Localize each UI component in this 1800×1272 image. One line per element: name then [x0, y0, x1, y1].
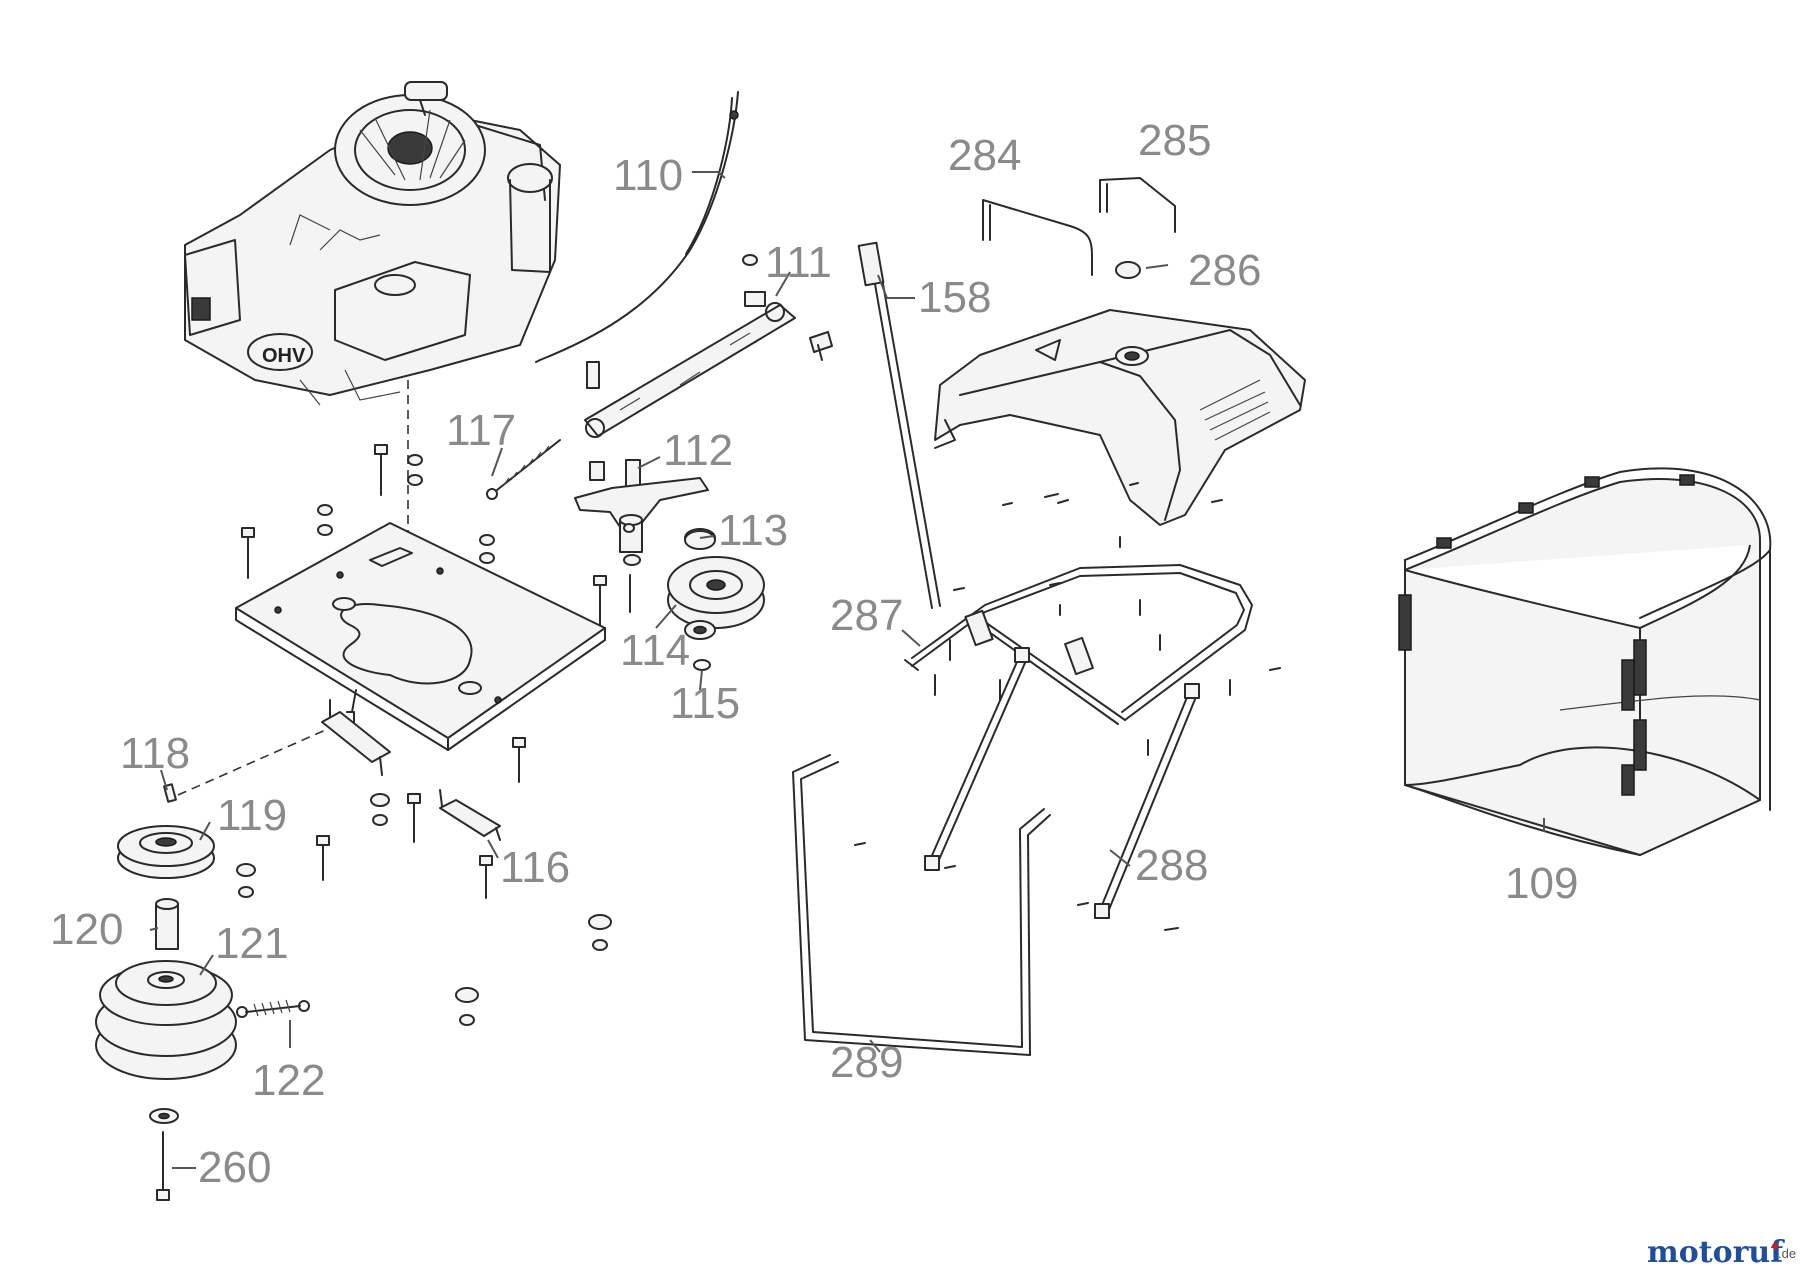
- bracket-116: [439, 789, 501, 841]
- spring-122: [236, 999, 310, 1018]
- frame-289: [792, 754, 1051, 1056]
- engine-unit: OHV: [184, 81, 561, 406]
- part-label-158: 158: [918, 273, 991, 322]
- part-label-289: 289: [830, 1038, 903, 1087]
- frame-screws: [854, 482, 1281, 931]
- part-label-113: 113: [718, 506, 788, 555]
- grass-basket-109: [1398, 467, 1772, 856]
- cover-shroud: [934, 309, 1306, 526]
- pulley-119: [117, 825, 215, 879]
- clutch-bracket: [321, 689, 391, 776]
- spring-117: [486, 439, 561, 500]
- part-label-121: 121: [215, 919, 288, 968]
- brand-suffix: .de: [1778, 1246, 1796, 1261]
- part-label-284: 284: [948, 131, 1021, 180]
- part-label-118: 118: [120, 729, 190, 778]
- part-label-286: 286: [1188, 246, 1261, 295]
- throttle-cable-110: [535, 91, 739, 363]
- spacer-120: [155, 898, 179, 950]
- handle-285: [1099, 177, 1176, 233]
- part-labels: 110 111 158 284 285 286 117 112 113 114 …: [50, 116, 1578, 1192]
- part-label-117: 117: [446, 406, 516, 455]
- washer-bolt-260: [149, 1108, 179, 1201]
- part-label-112: 112: [663, 426, 733, 475]
- fasteners-group: [236, 254, 758, 1026]
- part-label-116: 116: [500, 843, 570, 892]
- part-label-120: 120: [50, 905, 123, 954]
- idler-pulley-114: [667, 556, 765, 671]
- brand-dot: [1772, 1243, 1778, 1249]
- handle-284: [982, 199, 1093, 276]
- part-label-115: 115: [670, 679, 740, 728]
- part-label-110: 110: [613, 151, 683, 200]
- part-label-111: 111: [765, 238, 832, 287]
- clutch-pulley-121: [95, 960, 237, 1080]
- part-label-288: 288: [1135, 841, 1208, 890]
- strut-288: [924, 647, 1200, 919]
- mounting-plate: [235, 522, 606, 751]
- part-label-122: 122: [252, 1056, 325, 1105]
- frame-287: [904, 564, 1253, 725]
- svg-text:OHV: OHV: [262, 345, 306, 367]
- part-label-260: 260: [198, 1143, 271, 1192]
- part-label-119: 119: [217, 791, 287, 840]
- control-linkage-111: [584, 291, 833, 438]
- brand-logo: motoruf .de: [1647, 1235, 1796, 1270]
- part-label-287: 287: [830, 591, 903, 640]
- part-label-109: 109: [1505, 859, 1578, 908]
- leader-lines: [149, 171, 1545, 1169]
- bracket-112: [574, 459, 716, 566]
- cap-286: [1115, 261, 1141, 279]
- part-label-114: 114: [620, 626, 690, 675]
- alignment-line-pulley: [177, 727, 331, 796]
- rod-158: [857, 241, 941, 609]
- part-label-285: 285: [1138, 116, 1211, 165]
- brand-text: motoruf: [1647, 1235, 1785, 1270]
